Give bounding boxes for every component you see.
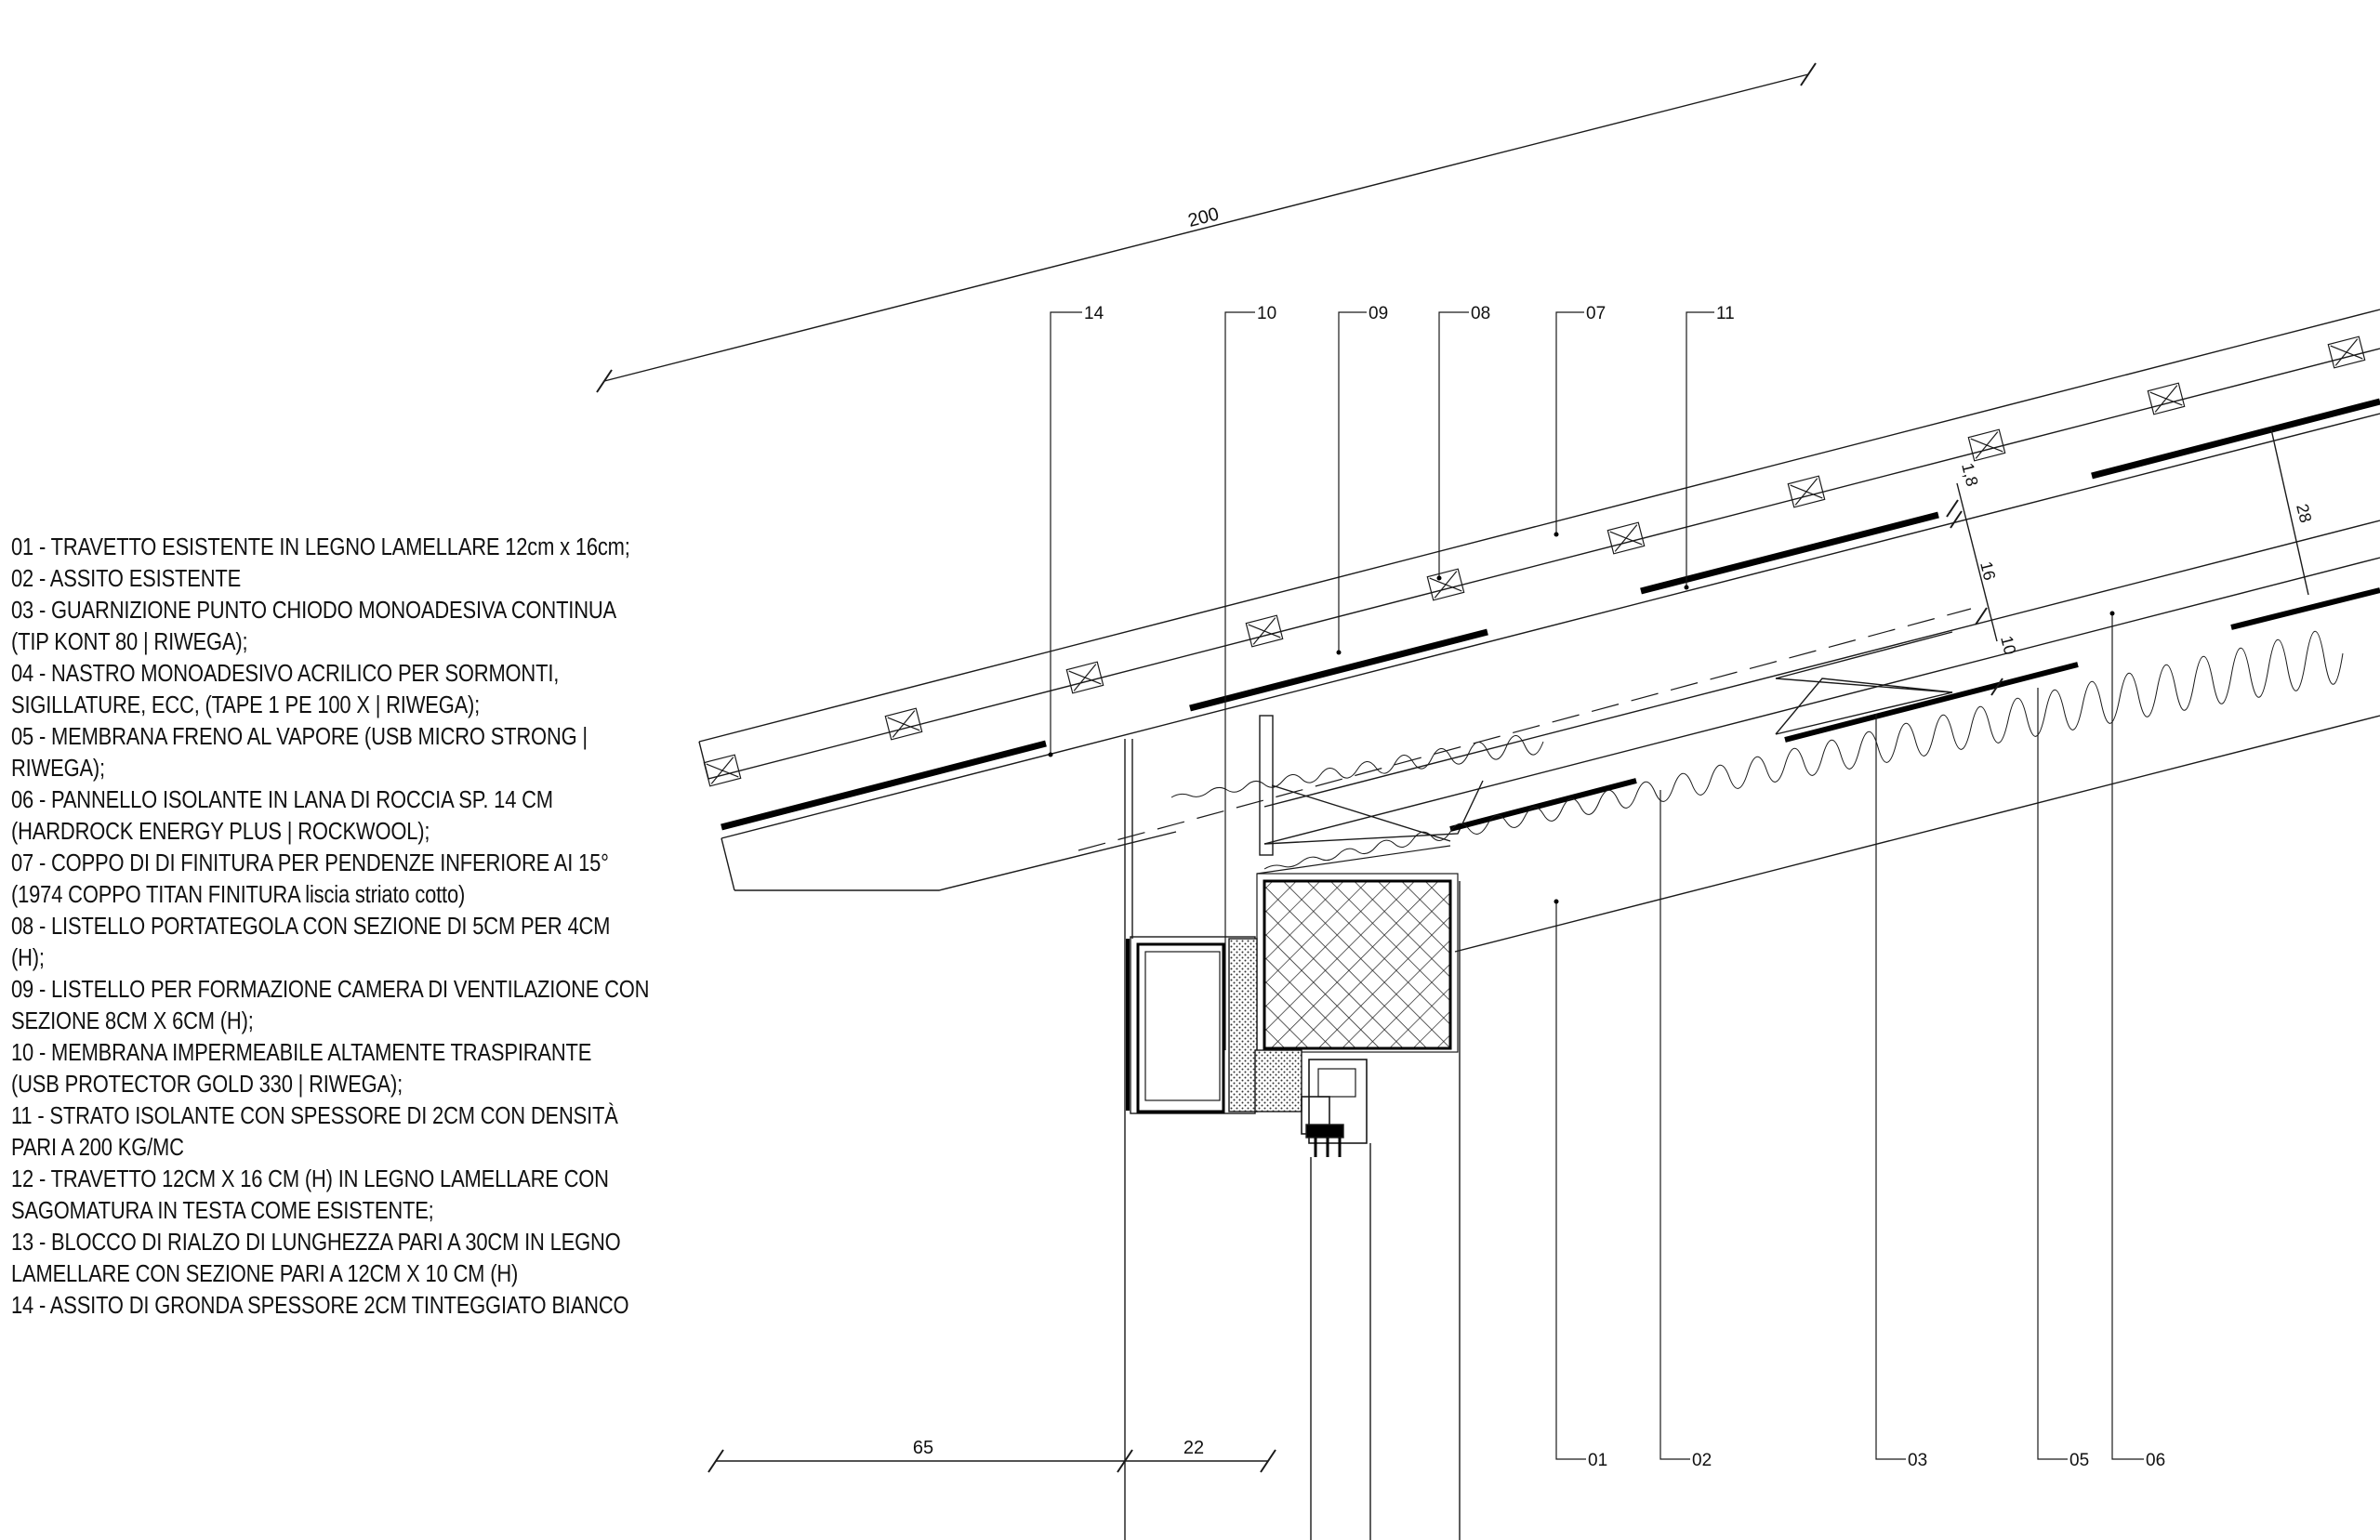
wall-insulation [1254, 1049, 1302, 1112]
legend-line: 04 - NASTRO MONOADESIVO ACRILICO PER SOR… [11, 661, 560, 687]
roof-boarding [721, 413, 2380, 891]
legend-line: 01 - TRAVETTO ESISTENTE IN LEGNO LAMELLA… [11, 534, 630, 560]
dimension-label-10: 10 [1997, 634, 2019, 656]
tag-05: 05 [2069, 1451, 2089, 1470]
legend-line: 08 - LISTELLO PORTATEGOLA CON SEZIONE DI… [11, 914, 611, 940]
dimension-label-200: 200 [1186, 204, 1222, 231]
tag-03: 03 [1908, 1451, 1927, 1470]
legend-line: 05 - MEMBRANA FRENO AL VAPORE (USB MICRO… [11, 724, 588, 750]
wall-insulation [1228, 938, 1258, 1112]
dimension-layers [1946, 428, 2309, 696]
roof-tile-layer [698, 309, 2380, 780]
leaders-bottom [1555, 613, 2144, 1460]
legend-line: PARI A 200 KG/MC [11, 1135, 184, 1161]
legend-line: RIWEGA); [11, 756, 105, 782]
tag-09: 09 [1368, 304, 1388, 323]
legend-line: 12 - TRAVETTO 12CM X 16 CM (H) IN LEGNO … [11, 1166, 609, 1192]
tag-02: 02 [1692, 1451, 1712, 1470]
window-frame [1301, 1059, 1371, 1540]
tag-08: 08 [1471, 304, 1490, 323]
dimension-label-28: 28 [2293, 502, 2315, 524]
ventilation-battens [721, 398, 2380, 831]
legend-line: LAMELLARE CON SEZIONE PARI A 12CM X 10 C… [11, 1261, 519, 1287]
legend-line: (1974 COPPO TITAN FINITURA liscia striat… [11, 882, 466, 908]
dimension-label-22: 22 [1183, 1438, 1204, 1458]
dimension-bottom [707, 1449, 1276, 1473]
legend-line: 11 - STRATO ISOLANTE CON SPESSORE DI 2CM… [11, 1103, 618, 1129]
legend-line: 10 - MEMBRANA IMPERMEABILE ALTAMENTE TRA… [11, 1040, 592, 1066]
membrane-strip [1259, 715, 1274, 856]
legend-line: SAGOMATURA IN TESTA COME ESISTENTE; [11, 1198, 434, 1224]
tag-10: 10 [1257, 304, 1276, 323]
legend-line: (TIP KONT 80 | RIWEGA); [11, 629, 248, 655]
legend: 01 - TRAVETTO ESISTENTE IN LEGNO LAMELLA… [11, 532, 650, 1322]
legend-line: 03 - GUARNIZIONE PUNTO CHIODO MONOADESIV… [11, 598, 617, 624]
dimension-label-18: 1,8 [1958, 461, 1981, 488]
legend-line: 02 - ASSITO ESISTENTE [11, 566, 242, 592]
legend-line: 06 - PANNELLO ISOLANTE IN LANA DI ROCCIA… [11, 787, 553, 813]
legend-line: SIGILLATURE, ECC, (TAPE 1 PE 100 X | RIW… [11, 692, 481, 718]
legend-line: 09 - LISTELLO PER FORMAZIONE CAMERA DI V… [11, 977, 650, 1003]
tag-07: 07 [1586, 304, 1606, 323]
leaders-top [1050, 311, 1714, 1050]
dimension-label-65: 65 [913, 1438, 933, 1458]
tag-11: 11 [1716, 304, 1735, 323]
legend-line: (USB PROTECTOR GOLD 330 | RIWEGA); [11, 1072, 403, 1098]
dimension-slope [596, 62, 1817, 393]
legend-line: (HARDROCK ENERGY PLUS | ROCKWOOL); [11, 819, 430, 845]
tag-06: 06 [2146, 1451, 2165, 1470]
insulation-layer [1263, 520, 2380, 953]
vapour-membrane [1449, 587, 2380, 832]
legend-line: 13 - BLOCCO DI RIALZO DI LUNGHEZZA PARI … [11, 1230, 621, 1256]
dashed-reference-line [1078, 608, 1972, 851]
legend-line: (H); [11, 945, 45, 971]
legend-line: 14 - ASSITO DI GRONDA SPESSORE 2CM TINTE… [11, 1293, 629, 1319]
legend-line: SEZIONE 8CM X 6CM (H); [11, 1008, 254, 1034]
tag-01: 01 [1588, 1451, 1607, 1470]
raised-beam-block [1263, 879, 1452, 1050]
legend-line: 07 - COPPO DI DI FINITURA PER PENDENZE I… [11, 850, 609, 876]
batten-row [703, 336, 2366, 787]
wavy-membrane [1263, 630, 2344, 870]
tag-14: 14 [1084, 304, 1104, 323]
dimension-label-16: 16 [1977, 559, 1999, 582]
wall-section [1124, 739, 1461, 1540]
